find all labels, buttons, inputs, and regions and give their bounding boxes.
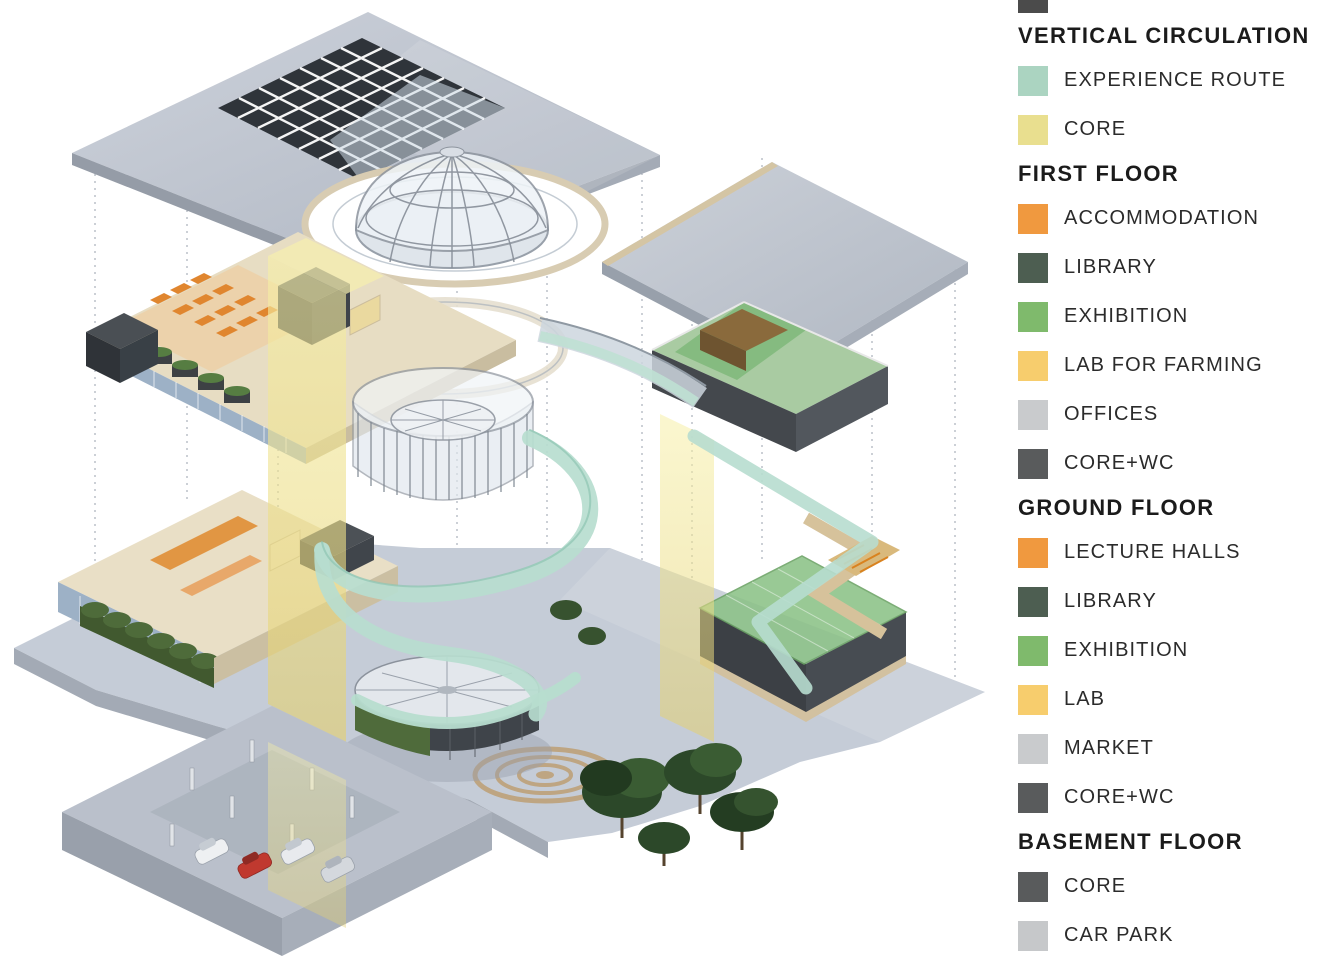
hedge-bushes: [81, 602, 219, 669]
legend-item-label: OFFICES: [1064, 403, 1159, 425]
legend-item-label: EXPERIENCE ROUTE: [1064, 69, 1287, 91]
legend-section-title-vertical-circulation: VERTICAL CIRCULATION: [1018, 23, 1310, 48]
legend-item-label: ACCOMMODATION: [1064, 207, 1260, 229]
legend-item-label: LIBRARY: [1064, 590, 1157, 612]
legend-item-offices: OFFICES: [1018, 390, 1339, 439]
legend-swatch: [1018, 537, 1048, 568]
legend-item-label: EXHIBITION: [1064, 639, 1189, 661]
legend-item-accommodation: ACCOMMODATION: [1018, 194, 1339, 243]
legend-swatch: [1018, 684, 1048, 715]
legend-swatch: [1018, 114, 1048, 145]
legend-item-lecture-halls: LECTURE HALLS: [1018, 528, 1339, 577]
legend-swatch: [1018, 448, 1048, 479]
legend-swatch-cutoff: [1018, 0, 1048, 13]
legend-swatch: [1018, 65, 1048, 96]
vertical-cores: [268, 238, 714, 742]
legend-item-label: LIBRARY: [1064, 256, 1157, 278]
legend-swatch: [1018, 782, 1048, 813]
legend-swatch: [1018, 920, 1048, 951]
legend-swatch: [1018, 635, 1048, 666]
legend-item-label: CORE: [1064, 118, 1127, 140]
legend-item-exhibition-first: EXHIBITION: [1018, 292, 1339, 341]
dome-finial: [439, 146, 465, 158]
main-core-shaft: [268, 256, 346, 742]
legend-item-label: CAR PARK: [1064, 924, 1174, 946]
right-switchback-route: [687, 429, 879, 695]
legend-section-title-ground-floor: GROUND FLOOR: [1018, 495, 1215, 520]
offices-box: [86, 313, 158, 383]
legend-item-car-park: CAR PARK: [1018, 911, 1339, 960]
legend-swatch: [1018, 252, 1048, 283]
legend-item-core-wc-first: CORE+WC: [1018, 439, 1339, 488]
glazed-bridge: [537, 317, 707, 408]
furniture-rows: [150, 273, 278, 337]
pavilion-ramp: [351, 672, 581, 729]
legend-swatch: [1018, 350, 1048, 381]
legend-item-label: LECTURE HALLS: [1064, 541, 1241, 563]
legend-item-core-basement: CORE: [1018, 862, 1339, 911]
legend-item-lab: LAB: [1018, 675, 1339, 724]
legend-swatch: [1018, 399, 1048, 430]
legend-item-market: MARKET: [1018, 724, 1339, 773]
legend-item-label: LAB FOR FARMING: [1064, 354, 1263, 376]
legend-item-experience-route: EXPERIENCE ROUTE: [1018, 56, 1339, 105]
parked-cars: [194, 837, 356, 883]
legend-item-label: LAB: [1064, 688, 1106, 710]
legend-swatch: [1018, 733, 1048, 764]
legend-item-label: EXHIBITION: [1064, 305, 1189, 327]
legend-item-label: CORE+WC: [1064, 452, 1175, 474]
legend-item-core-wc-ground: CORE+WC: [1018, 773, 1339, 822]
legend-item-library-ground: LIBRARY: [1018, 577, 1339, 626]
glass-dome: [354, 146, 550, 269]
legend-item-label: CORE+WC: [1064, 786, 1175, 808]
glass-drum: [352, 367, 534, 501]
spiral-ramp-lower: [314, 542, 547, 722]
legend-item-label: MARKET: [1064, 737, 1154, 759]
legend-item-exhibition-ground: EXHIBITION: [1018, 626, 1339, 675]
legend-swatch: [1018, 871, 1048, 902]
trees: [550, 600, 778, 866]
legend-section-title-first-floor: FIRST FLOOR: [1018, 161, 1179, 186]
legend-item-label: CORE: [1064, 875, 1127, 897]
legend-item-library-first: LIBRARY: [1018, 243, 1339, 292]
legend-swatch: [1018, 586, 1048, 617]
trellis-box: [700, 309, 788, 371]
legend-swatch: [1018, 203, 1048, 234]
basement-level: [62, 706, 492, 956]
experience-route-ramps: [314, 429, 879, 729]
building-axonometric-illustration: [14, 12, 985, 956]
skylight-grid: [218, 38, 505, 180]
legend: VERTICAL CIRCULATION EXPERIENCE ROUTE CO…: [1018, 0, 1339, 960]
legend-item-core-circulation: CORE: [1018, 105, 1339, 154]
legend-section-title-basement-floor: BASEMENT FLOOR: [1018, 829, 1243, 854]
secondary-core-shaft: [660, 414, 714, 742]
legend-item-lab-for-farming: LAB FOR FARMING: [1018, 341, 1339, 390]
legend-swatch: [1018, 301, 1048, 332]
spiral-ramp-upper: [314, 430, 599, 603]
